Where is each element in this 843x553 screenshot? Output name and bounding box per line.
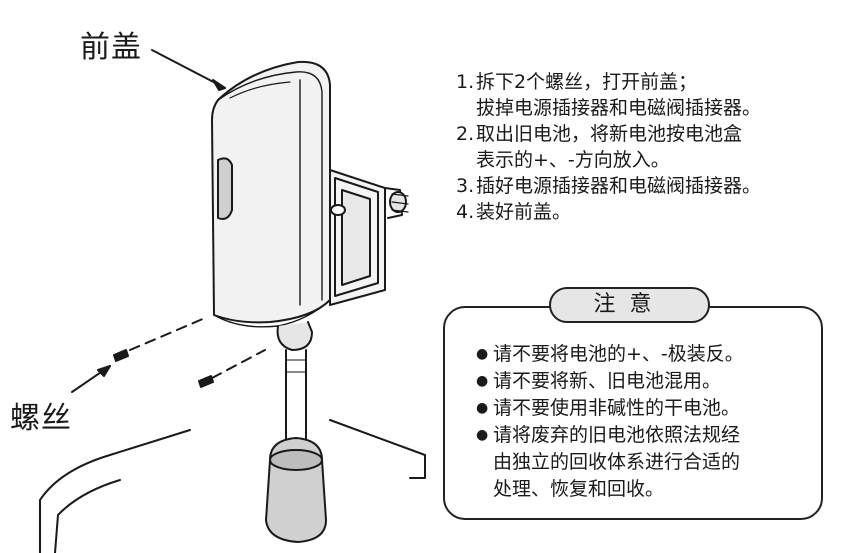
sensor-body — [211, 60, 331, 328]
notice-line: 请不要将新、旧电池混用。 — [493, 370, 722, 392]
step-text: 装好前盖。 — [476, 199, 836, 225]
instruction-steps: 1. 拆下2个螺丝，打开前盖； 拔掉电源插接器和电磁阀插接器。 2. 取出旧电池… — [456, 69, 836, 225]
step-text: 取出旧电池，将新电池按电池盒 表示的+、-方向放入。 — [476, 121, 836, 173]
step-number: 2. — [456, 123, 475, 145]
notice-text: 请不要使用非碱性的干电池。 — [493, 395, 816, 422]
screw-icon — [113, 349, 214, 388]
notice-text: 请不要将电池的+、-极装反。 — [493, 341, 816, 368]
step-line: 表示的+、-方向放入。 — [476, 149, 670, 171]
step-4: 4. 装好前盖。 — [456, 199, 836, 225]
step-line: 取出旧电池，将新电池按电池盒 — [476, 123, 743, 145]
notice-item: ● 请将废弃的旧电池依照法规经 由独立的回收体系进行合适的 处理、恢复和回收。 — [476, 422, 816, 503]
step-number: 4. — [456, 201, 475, 223]
step-3: 3. 插好电源插接器和电磁阀插接器。 — [456, 173, 836, 199]
notice-title: 注意 — [549, 287, 710, 323]
counter-back-edge — [329, 419, 426, 479]
bullet-icon: ● — [476, 373, 489, 389]
mounting-bracket — [329, 169, 409, 306]
bullet-icon: ● — [476, 427, 489, 443]
front-cover-label: 前盖 — [80, 30, 142, 65]
screw-guides — [129, 317, 266, 379]
step-1: 1. 拆下2个螺丝，打开前盖； 拔掉电源插接器和电磁阀插接器。 — [456, 69, 836, 121]
notice-text: 请将废弃的旧电池依照法规经 由独立的回收体系进行合适的 处理、恢复和回收。 — [493, 422, 816, 503]
bullet-icon: ● — [476, 346, 489, 362]
step-2: 2. 取出旧电池，将新电池按电池盒 表示的+、-方向放入。 — [456, 121, 836, 173]
step-text: 插好电源插接器和电磁阀插接器。 — [476, 173, 836, 199]
counter-edge — [39, 429, 191, 553]
step-text: 拆下2个螺丝，打开前盖； 拔掉电源插接器和电磁阀插接器。 — [476, 69, 836, 121]
notice-text: 请不要将新、旧电池混用。 — [493, 368, 816, 395]
step-number: 3. — [456, 175, 475, 197]
step-line: 拆下2个螺丝，打开前盖； — [476, 71, 698, 93]
front-cover-arrow — [151, 49, 226, 91]
counter-lower-edge — [54, 479, 121, 553]
notice-list: ● 请不要将电池的+、-极装反。 ● 请不要将新、旧电池混用。 ● 请不要使用非… — [476, 341, 816, 503]
notice-line: 请将废弃的旧电池依照法规经 — [493, 424, 741, 446]
step-line: 拔掉电源插接器和电磁阀插接器。 — [476, 97, 762, 119]
notice-line: 请不要使用非碱性的干电池。 — [493, 397, 741, 419]
notice-line: 由独立的回收体系进行合适的 — [493, 451, 741, 473]
step-number: 1. — [456, 71, 475, 93]
notice-line: 处理、恢复和回收。 — [493, 478, 665, 500]
step-line: 装好前盖。 — [476, 201, 572, 223]
step-line: 插好电源插接器和电磁阀插接器。 — [476, 175, 762, 197]
screw-label: 螺丝 — [10, 401, 72, 436]
notice-item: ● 请不要使用非碱性的干电池。 — [476, 395, 816, 422]
sensor-window — [217, 157, 233, 220]
screw-arrow — [71, 365, 111, 393]
outlet-pipe — [265, 321, 327, 543]
bullet-icon: ● — [476, 400, 489, 416]
notice-line: 请不要将电池的+、-极装反。 — [493, 343, 744, 365]
notice-item: ● 请不要将电池的+、-极装反。 — [476, 341, 816, 368]
notice-item: ● 请不要将新、旧电池混用。 — [476, 368, 816, 395]
